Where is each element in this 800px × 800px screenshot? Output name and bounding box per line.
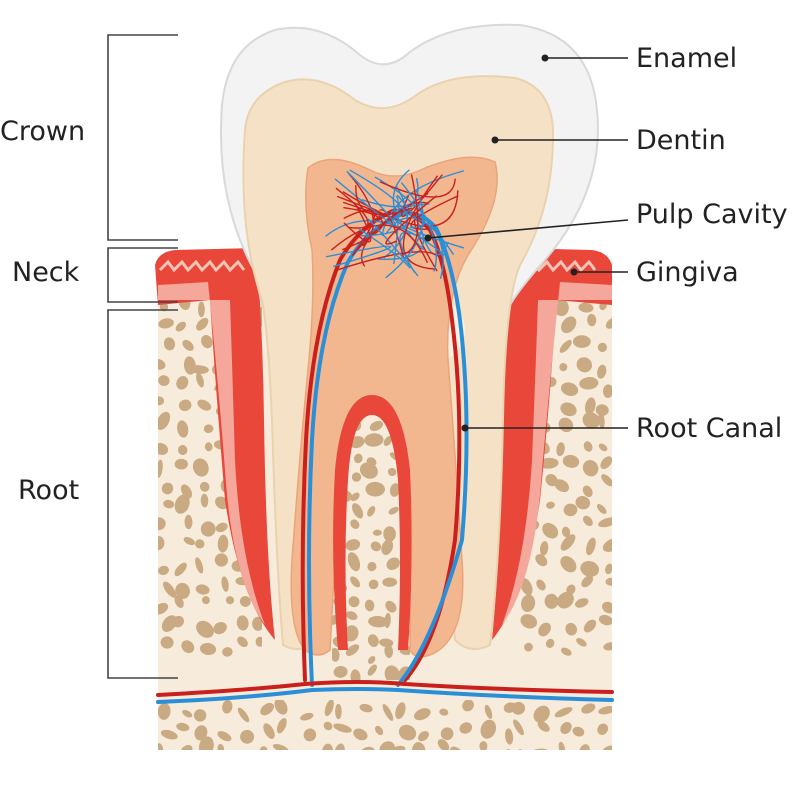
gingiva-label: Gingiva <box>636 259 739 286</box>
root-canal-label: Root Canal <box>636 415 782 442</box>
enamel-dot <box>542 55 549 62</box>
enamel-label: Enamel <box>636 45 737 72</box>
dentin-label: Dentin <box>636 127 726 154</box>
dentin-dot <box>492 137 499 144</box>
crown-bracket <box>108 35 178 240</box>
pulp-cavity-dot <box>425 235 432 242</box>
crown-label: Crown <box>0 118 85 145</box>
bone-cell <box>335 704 342 719</box>
gingiva-dot <box>571 269 578 276</box>
root-canal-dot <box>462 425 469 432</box>
neck-label: Neck <box>12 259 79 286</box>
bone-cell <box>298 750 311 763</box>
pulp-cavity-label: Pulp Cavity <box>636 201 788 228</box>
bone-cell <box>260 746 268 754</box>
root-label: Root <box>18 477 79 504</box>
bone-cell <box>232 751 249 760</box>
bone-cell <box>365 482 385 497</box>
bone-cell <box>479 741 487 751</box>
bone-cell <box>198 302 205 318</box>
bone-cell <box>383 526 396 541</box>
